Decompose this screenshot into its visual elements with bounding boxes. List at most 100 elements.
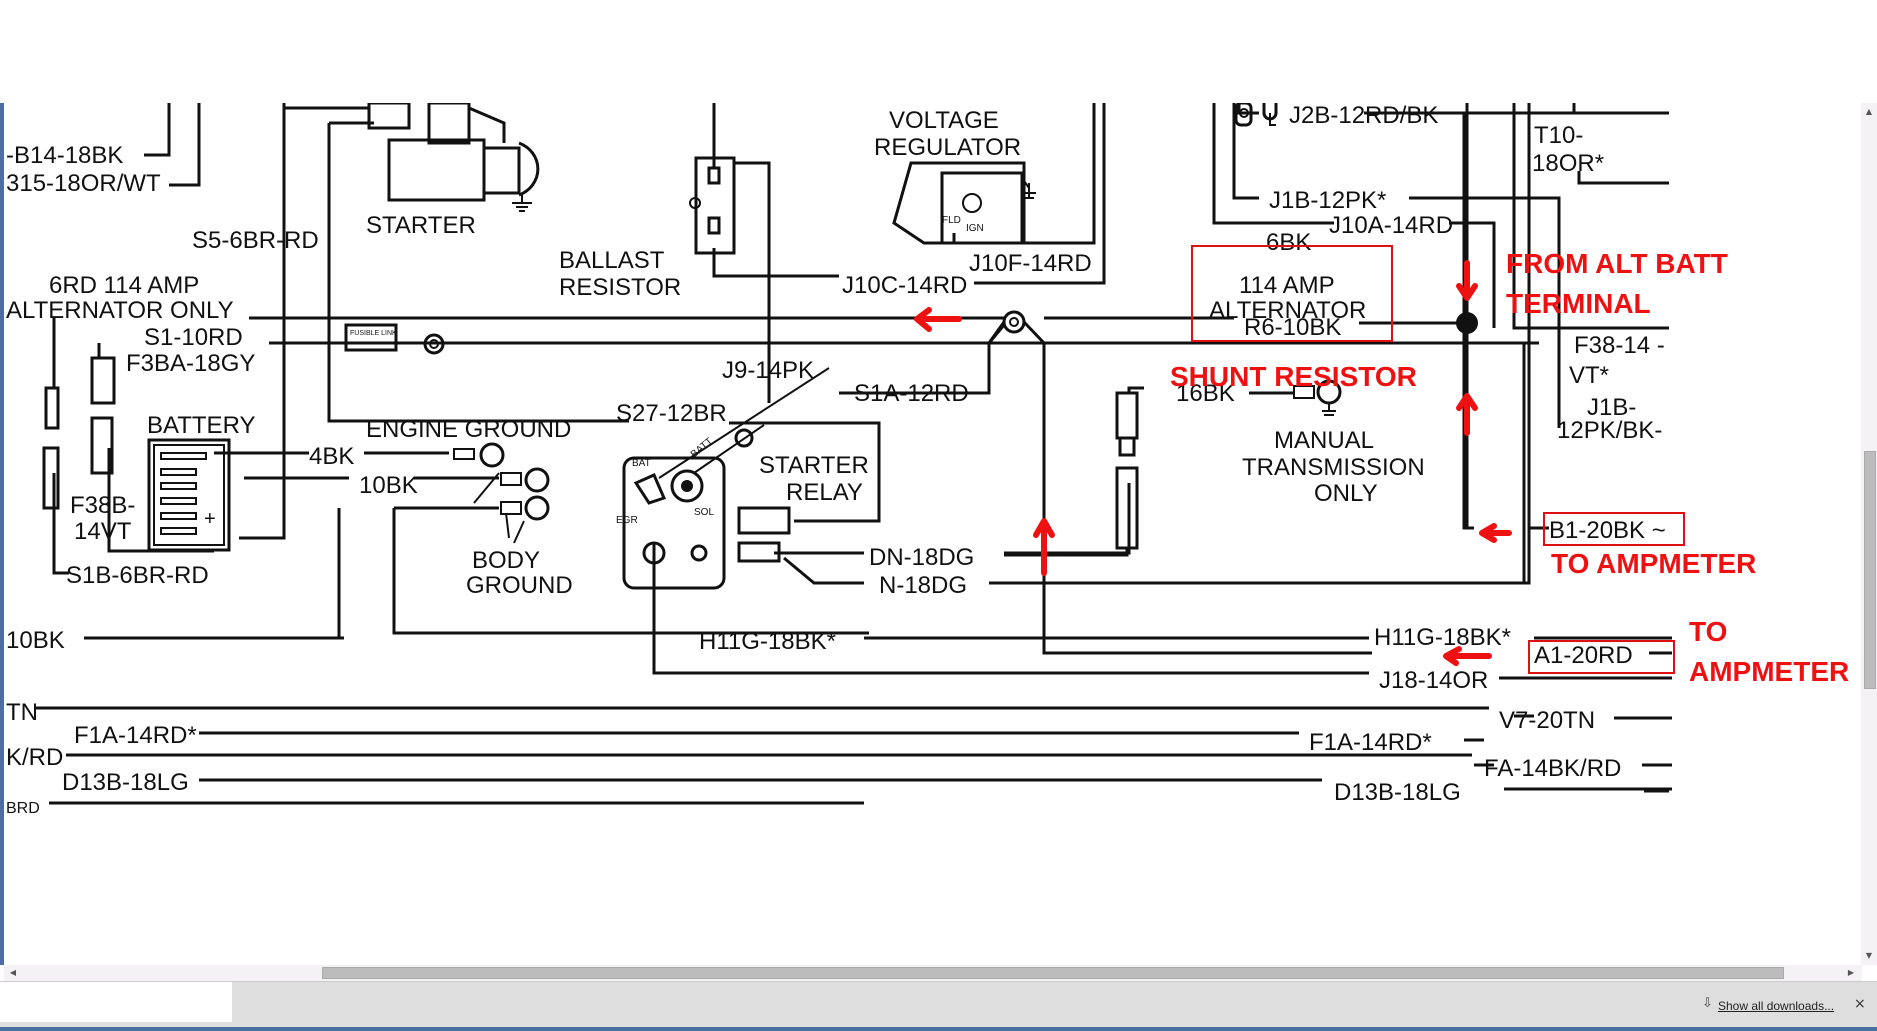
red-arrow-down	[1456, 260, 1478, 301]
wire-j9: J9-14PK	[722, 357, 814, 384]
battery: +	[147, 438, 231, 552]
wire-dn: DN-18DG	[869, 544, 974, 571]
scroll-right-arrow-icon[interactable]: ▶	[1847, 968, 1855, 977]
download-item-area	[0, 982, 232, 1022]
scroll-up-arrow-icon[interactable]: ▲	[1865, 107, 1873, 116]
vertical-scroll-thumb[interactable]	[1864, 451, 1876, 689]
alt-label-1: 114 AMP	[1239, 272, 1335, 299]
download-bar: ⇩ Show all downloads... ×	[0, 981, 1877, 1028]
vr-label-2: REGULATOR	[874, 134, 1021, 161]
wire-b14: -B14-18BK	[6, 142, 123, 169]
alt-note-2: ALTERNATOR ONLY	[6, 297, 234, 324]
shunt-connector	[987, 310, 1046, 345]
wire-tn: TN	[6, 699, 38, 726]
red-arrow-up-mid	[1033, 518, 1055, 576]
wire-f38b-2: 14VT	[74, 518, 132, 545]
starter-motor	[367, 103, 540, 212]
ballast-resistor	[689, 156, 736, 255]
red-arrow-a1	[1443, 646, 1492, 666]
vr-fld-label: FLD	[942, 215, 961, 226]
a1-highlight-box	[1528, 640, 1675, 674]
wire-10bk-left: 10BK	[6, 627, 65, 654]
starter-label: STARTER	[366, 212, 476, 239]
relay-label-2: RELAY	[786, 479, 863, 506]
wire-brd: BRD	[6, 800, 40, 817]
wire-j2b: J2B-12RD/BK	[1289, 103, 1438, 129]
ballast-label-2: RESISTOR	[559, 274, 681, 301]
voltage-regulator: FLD IGN	[892, 161, 1036, 245]
wire-t10-2: 18OR*	[1532, 150, 1604, 177]
wire-f38-1: F38-14 -	[1574, 332, 1665, 359]
wire-labels: -B14-18BK 315-18OR/WT S5-6BR-RD 6RD 114 …	[6, 103, 1666, 817]
relay-egr-label: EGR	[616, 515, 638, 526]
annotation-from-alt-1: FROM ALT BATT	[1506, 248, 1728, 279]
wire-j10a: J10A-14RD	[1329, 212, 1453, 239]
alt-label-2: ALTERNATOR	[1209, 297, 1366, 324]
wire-v7: V7-20TN	[1499, 707, 1595, 734]
wire-j1b2-1: J1B-	[1587, 394, 1636, 421]
wire-a1: A1-20RD	[1534, 642, 1633, 669]
wire-h11g-right: H11G-18BK*	[1374, 624, 1511, 651]
wire-10bk: 10BK	[359, 472, 418, 499]
relay-sol-label: SOL	[694, 507, 714, 518]
vr-label-1: VOLTAGE	[889, 107, 999, 134]
neutral-switch	[1004, 391, 1139, 557]
wire-j10c: J10C-14RD	[842, 272, 967, 299]
annotation-to-amp-1: TO AMPMETER	[1551, 548, 1756, 579]
wire-j1b: J1B-12PK*	[1269, 187, 1386, 214]
wire-6bk: 6BK	[1266, 229, 1311, 256]
wire-s1a: S1A-12RD	[854, 380, 969, 407]
battery-label: BATTERY	[147, 412, 255, 439]
component-labels: STARTER BALLAST RESISTOR VOLTAGE REGULAT…	[147, 107, 1425, 599]
alt-note-1: 6RD 114 AMP	[49, 272, 199, 299]
vertical-scrollbar[interactable]: ▲ ▼	[1861, 103, 1877, 965]
battery-connectors	[42, 356, 116, 510]
wire-b1: B1-20BK ~	[1549, 517, 1666, 544]
wire-b15: 315-18OR/WT	[6, 170, 161, 197]
manual-label-3: ONLY	[1314, 480, 1378, 507]
manual-label-2: TRANSMISSION	[1242, 454, 1425, 481]
wire-r6: R6-10BK	[1244, 314, 1341, 341]
wire-f1a-right: F1A-14RD*	[1309, 729, 1432, 756]
vr-ign-label: IGN	[966, 223, 984, 234]
engine-ground-label: ENGINE GROUND	[366, 416, 571, 443]
wire-f3ba: F3BA-18GY	[126, 350, 255, 377]
wire-t10-1: T10-	[1534, 122, 1583, 149]
show-all-downloads-link[interactable]: Show all downloads...	[1718, 999, 1835, 1013]
close-icon[interactable]: ×	[1854, 996, 1866, 1012]
trans-ground	[1249, 379, 1342, 416]
red-arrow-left	[914, 307, 962, 332]
alternator-connectors	[1234, 103, 1278, 127]
b1-highlight-box	[1543, 512, 1685, 546]
scroll-down-arrow-icon[interactable]: ▼	[1865, 951, 1873, 960]
junction-dot	[1456, 103, 1478, 528]
alternator-highlight-box	[1191, 245, 1393, 342]
annotation-to-amp-2b: AMPMETER	[1689, 656, 1849, 687]
window-bottom-border	[0, 1027, 1877, 1031]
horizontal-scrollbar[interactable]: ◀ ▶	[4, 965, 1862, 981]
wire-n: N-18DG	[879, 572, 967, 599]
wire-d13b-right: D13B-18LG	[1334, 779, 1461, 806]
red-arrow-up-right	[1456, 393, 1478, 436]
manual-label-1: MANUAL	[1274, 427, 1374, 454]
relay-bat-label: BAT	[632, 458, 651, 469]
wire-s1b: S1B-6BR-RD	[66, 562, 209, 589]
wire-s5: S5-6BR-RD	[192, 227, 319, 254]
wire-j18: J18-14OR	[1379, 667, 1488, 694]
annotation-to-amp-2a: TO	[1689, 616, 1727, 647]
image-viewport: FLD IGN FUSIBLE LINK +	[0, 103, 1862, 965]
wire-f38b-1: F38B-	[70, 492, 135, 519]
red-annotations: FROM ALT BATT TERMINAL SHUNT RESISTOR TO…	[914, 245, 1849, 687]
battery-plus: +	[204, 508, 216, 530]
fusible-link: FUSIBLE LINK	[344, 323, 445, 355]
download-arrow-icon: ⇩	[1702, 996, 1713, 1011]
wire-fa: FA-14BK/RD	[1484, 755, 1621, 782]
wire-s27: S27-12BR	[616, 400, 727, 427]
body-ground-label-2: GROUND	[466, 572, 573, 599]
scroll-left-arrow-icon[interactable]: ◀	[9, 968, 17, 977]
wiring-diagram: FLD IGN FUSIBLE LINK +	[6, 103, 1849, 817]
wire-j10f: J10F-14RD	[969, 250, 1092, 277]
horizontal-scroll-thumb[interactable]	[322, 967, 1784, 979]
wire-f38-2: VT*	[1569, 362, 1609, 389]
wire-s1: S1-10RD	[144, 324, 243, 351]
